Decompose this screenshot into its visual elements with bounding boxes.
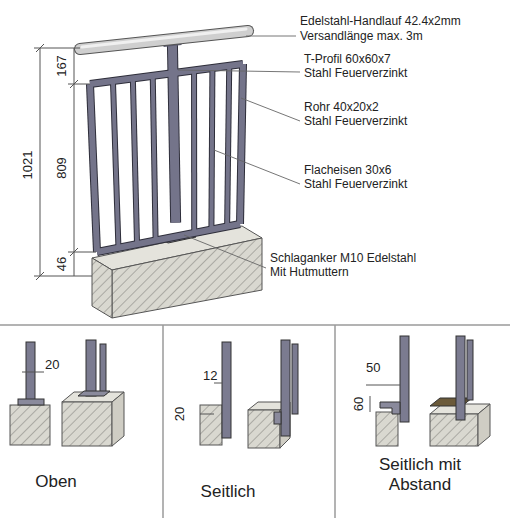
rect-shape: [222, 342, 231, 438]
rect-shape: [248, 410, 280, 448]
line-shape: [74, 48, 75, 276]
flat-bar-outline: [153, 76, 156, 241]
part-label: Schlaganker M10 Edelstahl: [270, 252, 416, 266]
view-caption: Oben: [35, 472, 77, 492]
flat-bar: [211, 68, 212, 230]
rect-shape: [200, 405, 222, 445]
frame-tube-outline: [240, 64, 243, 224]
line-shape: [80, 31, 248, 49]
line-shape: [200, 414, 214, 415]
frame-tube-outline: [90, 84, 97, 252]
polygon-shape: [112, 238, 262, 318]
flat-bar-outline: [211, 68, 212, 230]
polygon-shape: [92, 258, 112, 318]
polygon-shape: [380, 402, 400, 414]
rect-shape: [100, 344, 106, 394]
flat-bar: [227, 66, 229, 227]
line-shape: [184, 235, 266, 268]
polygon-shape: [112, 392, 124, 446]
part-label: Versandlänge max. 3m: [300, 30, 423, 44]
rect-shape: [281, 340, 290, 436]
part-label: Mit Hutmuttern: [270, 266, 349, 280]
rect-shape: [292, 344, 298, 414]
line-shape: [246, 36, 296, 37]
line-shape: [68, 84, 90, 85]
line-shape: [370, 396, 371, 412]
view-caption: Seitlich mit Abstand: [355, 455, 485, 494]
g-shape: [178, 36, 300, 268]
flat-bar: [133, 78, 137, 244]
line-shape: [241, 98, 300, 121]
polygon-shape: [430, 398, 472, 406]
line-shape: [36, 272, 44, 280]
line-shape: [214, 150, 300, 184]
frame-tube: [90, 64, 243, 84]
line-shape: [68, 252, 96, 253]
t-profile-post-outline: [172, 43, 175, 223]
dimension-label: 50: [366, 361, 380, 376]
line-shape: [70, 80, 78, 88]
dimension-label: 20: [45, 358, 59, 373]
dimension-label: 1021: [21, 149, 36, 182]
rect-shape: [456, 336, 465, 420]
frame-tube-outline: [90, 64, 243, 84]
view-caption: Seitlich: [201, 482, 256, 502]
rect-shape: [10, 405, 50, 445]
flat-bar-outline: [133, 78, 137, 244]
line-shape: [334, 325, 336, 518]
rect-shape: [86, 340, 96, 396]
frame-tube: [97, 224, 240, 252]
rect-shape: [62, 402, 112, 446]
rect-shape: [430, 414, 478, 446]
line-shape: [40, 48, 41, 276]
rect-shape: [467, 340, 473, 400]
dimension-label: 167: [55, 53, 70, 79]
t-profile-post: [172, 43, 175, 223]
flat-bar-outline: [227, 66, 229, 227]
g-shape: [34, 44, 96, 280]
part-label: T-Profil 60x60x7: [304, 53, 391, 67]
rect-shape: [376, 412, 398, 446]
part-label: Flacheisen 30x6: [304, 164, 391, 178]
dimension-label: 46: [55, 255, 70, 273]
part-label: Stahl Feuerverzinkt: [304, 67, 407, 81]
flat-bar: [153, 76, 156, 241]
rect-shape: [274, 412, 281, 424]
line-shape: [36, 44, 44, 52]
dimension-label: 809: [55, 155, 70, 181]
rect-shape: [18, 399, 44, 405]
frame-tube: [240, 64, 243, 224]
line-shape: [178, 70, 300, 72]
line-shape: [366, 385, 400, 386]
polygon-shape: [78, 391, 110, 396]
line-shape: [70, 248, 78, 256]
polygon-shape: [478, 404, 490, 446]
rect-shape: [26, 342, 35, 400]
line-shape: [34, 276, 92, 277]
part-label: Edelstahl-Handlauf 42.4x2mm: [300, 15, 461, 29]
flat-bar: [192, 70, 196, 233]
flat-bar: [113, 81, 119, 248]
dimension-label: 12: [203, 369, 217, 384]
flat-bar-outline: [113, 81, 119, 248]
line-shape: [80, 31, 248, 49]
frame-tube: [90, 84, 97, 252]
line-shape: [22, 372, 44, 373]
g-shape: [90, 43, 243, 252]
part-label: Rohr 40x20x2: [304, 101, 379, 115]
line-shape: [0, 324, 510, 326]
rect-shape: [400, 336, 409, 422]
dimension-label: 60: [352, 395, 367, 413]
part-label: Stahl Feuerverzinkt: [304, 115, 407, 129]
flat-bar-outline: [191, 70, 197, 233]
dimension-label: 20: [173, 405, 188, 423]
line-shape: [82, 29, 246, 47]
line-shape: [162, 325, 164, 518]
part-label: Stahl Feuerverzinkt: [304, 178, 407, 192]
